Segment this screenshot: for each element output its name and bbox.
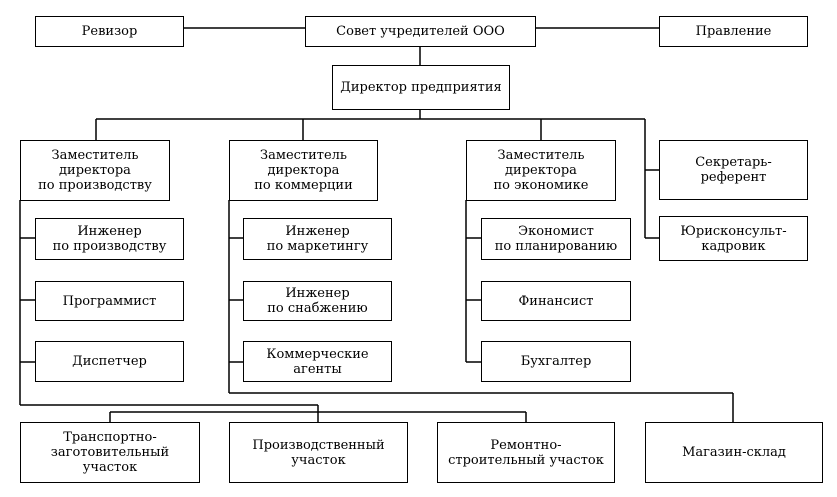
node-magazin-sklad: Магазин-склад: [645, 422, 823, 483]
node-finansist: Финансист: [481, 281, 631, 321]
node-dispetcher: Диспетчер: [35, 341, 184, 382]
node-ekonomist: Экономист по планированию: [481, 218, 631, 260]
node-inzhener-snabzhenie: Инженер по снабжению: [243, 281, 392, 321]
node-programmist: Программист: [35, 281, 184, 321]
node-inzhener-marketing: Инженер по маркетингу: [243, 218, 392, 260]
node-yuriskonsult-kadrovik: Юрисконсульт- кадровик: [659, 216, 808, 261]
node-direktor: Директор предприятия: [332, 65, 510, 110]
node-zam-proizvodstvo: Заместитель директора по производству: [20, 140, 170, 201]
node-transportno-zagotovitelny: Транспортно- заготовительный участок: [20, 422, 200, 483]
node-sekretar-referent: Секретарь- референт: [659, 140, 808, 200]
node-buhgalter: Бухгалтер: [481, 341, 631, 382]
node-revizor: Ревизор: [35, 16, 184, 47]
node-zam-kommerciya: Заместитель директора по коммерции: [229, 140, 378, 201]
node-sovet-uchrediteley: Совет учредителей ООО: [305, 16, 536, 47]
node-proizvodstvenny-uchastok: Производственный участок: [229, 422, 408, 483]
node-remontno-stroitelny: Ремонтно- строительный участок: [437, 422, 615, 483]
node-zam-ekonomika: Заместитель директора по экономике: [466, 140, 616, 201]
node-kommercheskie-agenty: Коммерческие агенты: [243, 341, 392, 382]
node-inzhener-proizvodstvo: Инженер по производству: [35, 218, 184, 260]
node-pravlenie: Правление: [659, 16, 808, 47]
